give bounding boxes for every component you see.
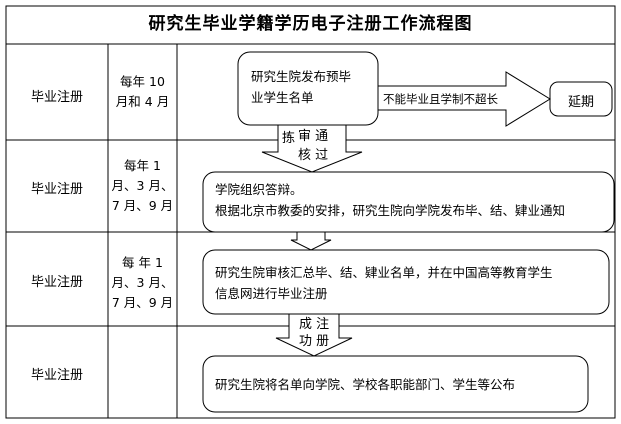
row-label-4: 毕业注册 — [30, 368, 83, 383]
page-title: 研究生毕业学籍学历电子注册工作流程图 — [148, 14, 473, 34]
review-text: 研究生院审核汇总毕、结、肄业名单，并在中国高等教育学生 信息网进行毕业注册 — [215, 262, 553, 304]
arrow-line: 核 过 — [298, 148, 329, 163]
time-line: 每 年 1 — [122, 255, 163, 270]
row-label-1: 毕业注册 — [30, 90, 83, 105]
step-line: 业学生名单 — [251, 90, 314, 105]
step-line: 研究生院审核汇总毕、结、肄业名单，并在中国高等教育学生 — [215, 265, 553, 280]
defense-box — [202, 171, 615, 233]
branch-arrow — [377, 71, 551, 127]
row-label-3: 毕业注册 — [30, 275, 83, 290]
review-box — [202, 249, 610, 315]
announce-box — [202, 355, 589, 413]
branch-label: 不能毕业且学制不超长 — [383, 92, 498, 106]
defense-text: 学院组织答辩。 根据北京市教委的安排，研究生院向学院发布毕、结、肄业通知 — [215, 179, 565, 221]
arrow-line: 成 注 — [299, 317, 330, 332]
step-line: 学院组织答辩。 — [215, 182, 303, 197]
publish-list-text: 研究生院发布预毕 业学生名单 — [251, 66, 351, 108]
defer-label: 延期 — [567, 95, 594, 110]
time-line: 7 月、9 月 — [111, 198, 174, 213]
row-time-2: 每年 1 月、3 月、 7 月、9 月 — [109, 156, 176, 216]
table-border — [5, 5, 616, 419]
step-line: 信息网进行毕业注册 — [215, 286, 328, 301]
row-time-1: 每年 10 月和 4 月 — [109, 72, 176, 112]
step-line: 研究生院发布预毕 — [251, 69, 352, 84]
time-line: 月、3 月、 — [111, 275, 174, 290]
row-time-3: 每 年 1 月、3 月、 7 月、9 月 — [109, 253, 176, 313]
review-pass-label: 审 通 核 过 — [298, 127, 328, 165]
time-line: 7 月、9 月 — [111, 295, 174, 310]
time-line: 月和 4 月 — [115, 94, 170, 109]
step-line: 根据北京市教委的安排，研究生院向学院发布毕、结、肄业通知 — [215, 203, 566, 218]
extra-char: 拣 — [282, 131, 296, 146]
time-line: 月、3 月、 — [111, 178, 174, 193]
time-line: 每年 1 — [124, 158, 161, 173]
reg-success-arrow — [275, 313, 353, 357]
row-label-2: 毕业注册 — [30, 182, 83, 197]
announce-text: 研究生院将名单向学院、学校各职能部门、学生等公布 — [215, 377, 516, 392]
time-line: 每年 10 — [120, 74, 165, 89]
review-pass-arrow — [261, 124, 363, 173]
arrow-line: 审 通 — [298, 129, 329, 144]
arrow-line: 功 册 — [299, 334, 330, 349]
connector-arrow — [290, 231, 332, 251]
reg-success-label: 成 注 功 册 — [299, 316, 329, 350]
